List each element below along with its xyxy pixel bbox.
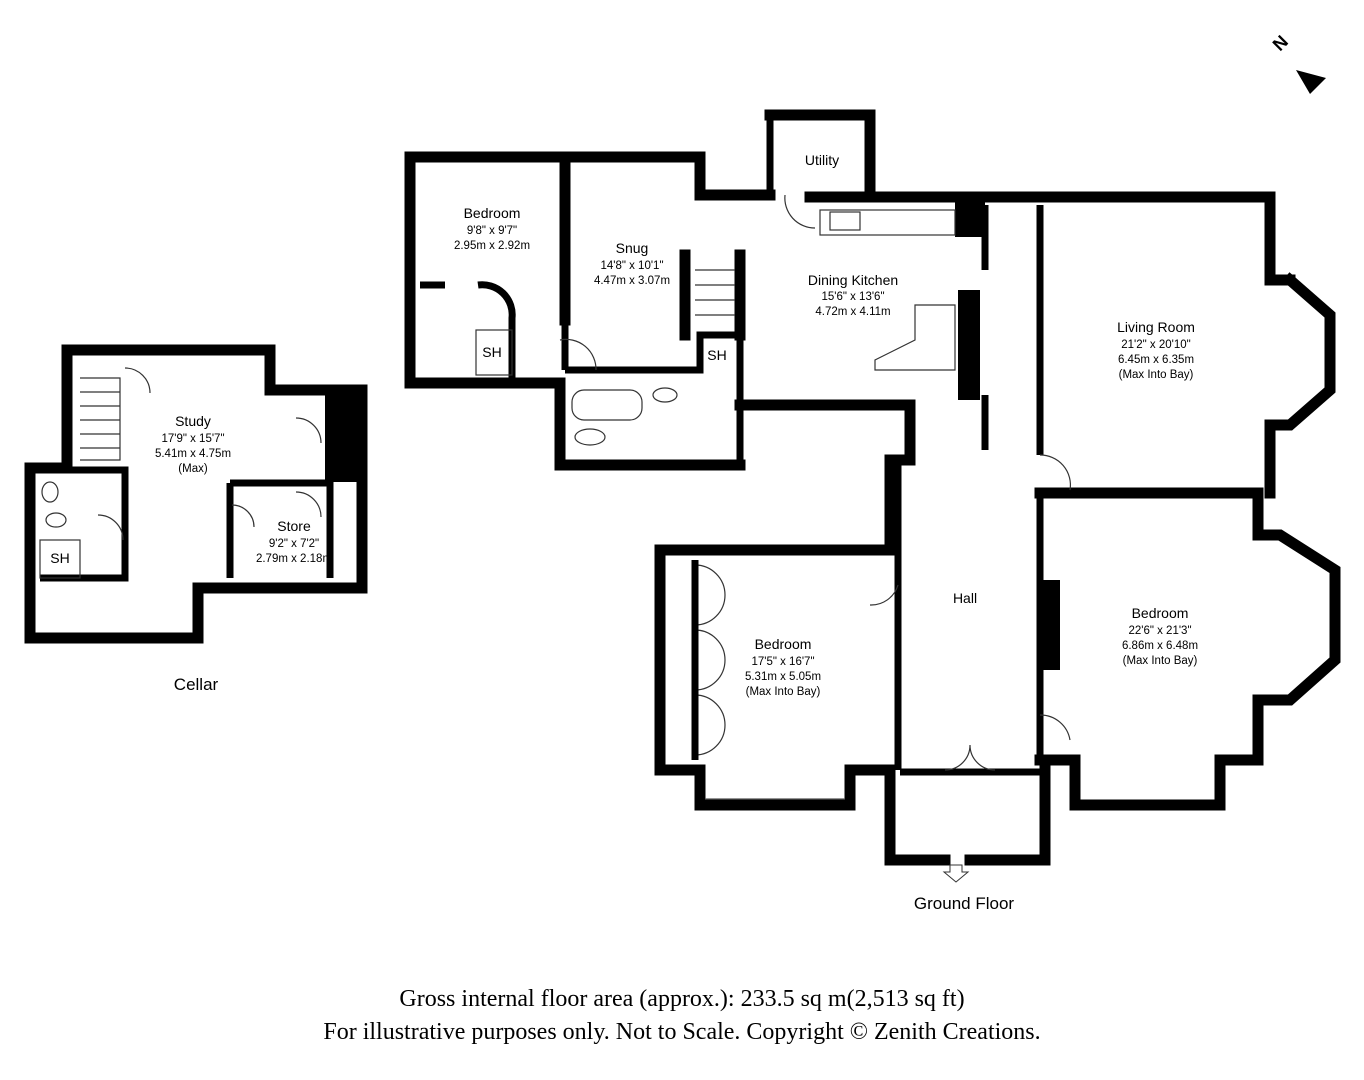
svg-text:15'6" x 13'6": 15'6" x 13'6" [821, 291, 884, 303]
svg-text:(Max Into Bay): (Max Into Bay) [1119, 369, 1194, 381]
north-arrow-icon: N [1269, 31, 1326, 94]
svg-text:Bedroom: Bedroom [464, 205, 521, 221]
svg-text:N: N [1269, 31, 1292, 54]
disclaimer-text: For illustrative purposes only. Not to S… [323, 1019, 1041, 1045]
svg-text:5.31m x 5.05m: 5.31m x 5.05m [745, 671, 821, 683]
cellar-plan: Study 17'9" x 15'7" 5.41m x 4.75m (Max) … [24, 344, 368, 694]
svg-text:Snug: Snug [616, 240, 649, 256]
ground-floor-plan: Bedroom 9'8" x 9'7" 2.95m x 2.92m Snug 1… [404, 109, 1341, 913]
svg-text:Utility: Utility [805, 152, 839, 168]
svg-text:17'9" x 15'7": 17'9" x 15'7" [161, 433, 224, 445]
svg-text:14'8" x 10'1": 14'8" x 10'1" [600, 260, 663, 272]
svg-text:2.95m x 2.92m: 2.95m x 2.92m [454, 240, 530, 252]
floor-area-text: Gross internal floor area (approx.): 233… [399, 986, 965, 1012]
svg-text:SH: SH [50, 550, 69, 566]
svg-text:Hall: Hall [953, 590, 977, 606]
svg-text:22'6" x 21'3": 22'6" x 21'3" [1128, 625, 1191, 637]
svg-text:Bedroom: Bedroom [755, 636, 812, 652]
svg-text:4.72m x 4.11m: 4.72m x 4.11m [815, 306, 890, 318]
svg-text:2.79m x 2.18m: 2.79m x 2.18m [256, 553, 332, 565]
svg-text:9'2" x 7'2": 9'2" x 7'2" [269, 538, 319, 550]
svg-text:21'2" x 20'10": 21'2" x 20'10" [1121, 339, 1190, 351]
svg-text:Store: Store [277, 518, 311, 534]
svg-text:(Max Into Bay): (Max Into Bay) [1123, 655, 1198, 667]
svg-text:Living Room: Living Room [1117, 319, 1195, 335]
svg-text:SH: SH [482, 344, 501, 360]
svg-text:Bedroom: Bedroom [1132, 605, 1189, 621]
svg-text:4.47m x 3.07m: 4.47m x 3.07m [594, 275, 670, 287]
svg-text:17'5" x 16'7": 17'5" x 16'7" [751, 656, 814, 668]
svg-text:6.45m x 6.35m: 6.45m x 6.35m [1118, 354, 1194, 366]
svg-text:9'8" x 9'7": 9'8" x 9'7" [467, 225, 517, 237]
svg-text:SH: SH [707, 347, 726, 363]
svg-text:Study: Study [175, 413, 211, 429]
svg-text:Dining Kitchen: Dining Kitchen [808, 272, 898, 288]
svg-text:5.41m x 4.75m: 5.41m x 4.75m [155, 448, 231, 460]
svg-text:(Max Into Bay): (Max Into Bay) [746, 686, 821, 698]
svg-text:Cellar: Cellar [174, 675, 219, 694]
svg-text:(Max): (Max) [178, 463, 208, 475]
svg-text:Ground Floor: Ground Floor [914, 894, 1014, 913]
svg-text:6.86m x 6.48m: 6.86m x 6.48m [1122, 640, 1198, 652]
